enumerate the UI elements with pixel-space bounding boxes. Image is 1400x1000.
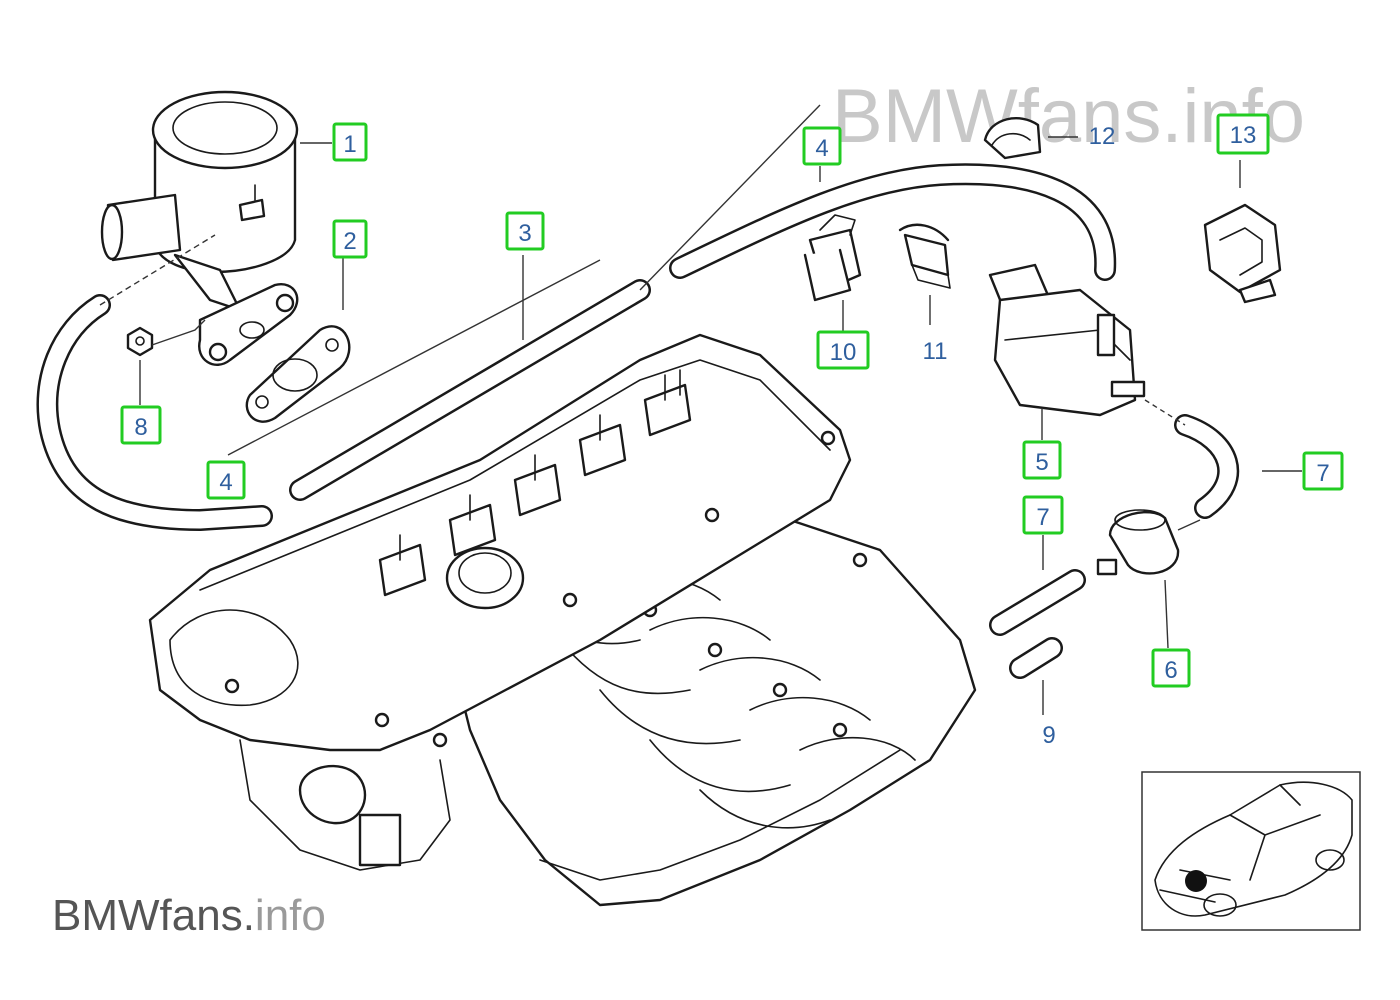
- part-4-hose-left: [36, 294, 273, 531]
- part-3-pipe: [289, 279, 651, 501]
- part-8-nut: [126, 319, 206, 357]
- svg-text:6: 6: [1164, 657, 1177, 684]
- engine-assembly: [148, 333, 977, 907]
- engine-location-marker: [1185, 870, 1207, 892]
- svg-text:9: 9: [1042, 722, 1055, 749]
- callout-7-right: 7: [1302, 451, 1344, 491]
- callout-10: 10: [816, 330, 870, 370]
- part-4-hose-top: [669, 163, 1117, 281]
- part-9-tube: [1009, 637, 1063, 679]
- svg-text:8: 8: [134, 414, 147, 441]
- callout-1: 1: [332, 122, 368, 162]
- callout-2: 2: [332, 219, 368, 259]
- part-7-hose-right: [1174, 414, 1240, 519]
- part-12-clip: [983, 117, 1042, 160]
- svg-text:10: 10: [830, 339, 857, 366]
- part-6-filter: [1096, 509, 1201, 576]
- svg-text:4: 4: [219, 469, 232, 496]
- svg-text:1: 1: [343, 131, 356, 158]
- svg-text:7: 7: [1316, 460, 1329, 487]
- svg-text:7: 7: [1036, 504, 1049, 531]
- part-7-tube: [989, 569, 1086, 636]
- watermark-bottom: BMWfans.info: [52, 891, 326, 940]
- callout-4-top: 4: [802, 126, 842, 166]
- callout-4-left: 4: [206, 460, 246, 500]
- oil-filler-cap: [445, 546, 525, 610]
- svg-text:11: 11: [923, 338, 948, 365]
- callout-3: 3: [505, 211, 545, 251]
- svg-text:4: 4: [815, 135, 828, 162]
- part-10-clip: [803, 214, 862, 302]
- callout-7-left: 7: [1022, 495, 1064, 535]
- svg-text:5: 5: [1035, 449, 1048, 476]
- svg-text:2: 2: [343, 228, 356, 255]
- vehicle-location-inset: [1141, 771, 1361, 931]
- part-5-solenoid-valve: [988, 263, 1146, 417]
- callout-8: 8: [120, 405, 162, 445]
- callout-12: 12: [1089, 123, 1116, 150]
- svg-text:3: 3: [518, 220, 531, 247]
- svg-text:13: 13: [1230, 122, 1257, 149]
- part-1-valve: [100, 90, 299, 366]
- part-2-gasket: [245, 325, 351, 423]
- callout-13: 13: [1216, 113, 1270, 155]
- part-11-clamp: [898, 223, 951, 289]
- callout-9: 9: [1042, 722, 1055, 749]
- valve-cover: [148, 333, 852, 752]
- callout-5: 5: [1022, 440, 1062, 480]
- svg-text:12: 12: [1089, 123, 1116, 150]
- callout-6: 6: [1151, 648, 1191, 688]
- part-13-bracket: [1203, 203, 1282, 304]
- callout-11: 11: [923, 338, 948, 365]
